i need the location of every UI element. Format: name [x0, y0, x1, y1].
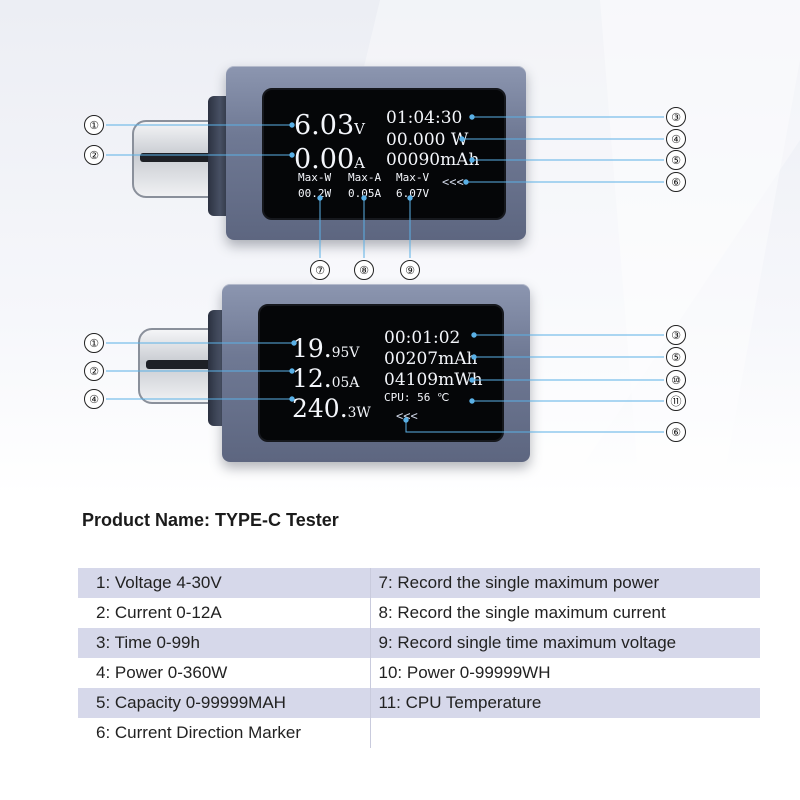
max-a-label: Max-A [348, 171, 382, 184]
power-reading: 240.3W [292, 394, 371, 423]
current-reading: 12.05A [292, 364, 360, 393]
time-reading: 01:04:30 [386, 108, 463, 128]
lcd-screen-top: 6.03V 01:04:30 00.000 W 0.00A 00090mAh M… [262, 88, 506, 220]
spec-cell: 6: Current Direction Marker [78, 718, 371, 748]
direction-marker: <<< [442, 175, 464, 189]
spec-cell: 3: Time 0-99h [78, 628, 371, 658]
max-a-value: 0.05A [348, 187, 382, 200]
capacity-reading: 00207mAh [384, 349, 478, 369]
spec-cell: 11: CPU Temperature [370, 688, 760, 718]
table-row: 6: Current Direction Marker [78, 718, 760, 748]
callout-6-top: ⑥ [666, 172, 686, 192]
usb-c-plug-tongue-bottom [146, 360, 236, 369]
spec-cell: 4: Power 0-360W [78, 658, 371, 688]
callout-9-top: ⑨ [400, 260, 420, 280]
table-row: 5: Capacity 0-99999MAH 11: CPU Temperatu… [78, 688, 760, 718]
product-name: Product Name: TYPE-C Tester [82, 510, 339, 530]
capacity-reading: 00090mAh [386, 150, 480, 170]
spec-table: 1: Voltage 4-30V 7: Record the single ma… [78, 568, 760, 748]
lcd-screen-bottom: 19.95V 00:01:02 00207mAh 12.05A 04109mWh… [258, 304, 504, 442]
callout-10-bottom: ⑩ [666, 370, 686, 390]
callout-5-bottom: ⑤ [666, 347, 686, 367]
table-row: 3: Time 0-99h 9: Record single time maxi… [78, 628, 760, 658]
usb-c-plug-tongue-top [140, 153, 232, 162]
table-row: 1: Voltage 4-30V 7: Record the single ma… [78, 568, 760, 598]
energy-reading: 04109mWh [384, 370, 483, 390]
spec-cell: 1: Voltage 4-30V [78, 568, 371, 598]
callout-4-top: ④ [666, 129, 686, 149]
direction-marker: <<< [396, 409, 418, 423]
cpu-temperature: CPU: 56 ℃ [384, 391, 450, 404]
time-reading: 00:01:02 [384, 328, 461, 348]
spec-cell: 7: Record the single maximum power [370, 568, 760, 598]
spec-cell: 9: Record single time maximum voltage [370, 628, 760, 658]
max-w-value: 00.2W [298, 187, 332, 200]
callout-3-bottom: ③ [666, 325, 686, 345]
callout-5-top: ⑤ [666, 150, 686, 170]
spec-cell: 10: Power 0-99999WH [370, 658, 760, 688]
max-v-value: 6.07V [396, 187, 430, 200]
spec-cell [370, 718, 760, 748]
table-row: 4: Power 0-360W 10: Power 0-99999WH [78, 658, 760, 688]
callout-8-top: ⑧ [354, 260, 374, 280]
voltage-reading: 19.95V [292, 334, 360, 363]
callout-2-bottom: ② [84, 361, 104, 381]
callout-11-bottom: ⑪ [666, 391, 686, 411]
callout-2-top: ② [84, 145, 104, 165]
spec-cell: 8: Record the single maximum current [370, 598, 760, 628]
callout-4-bottom: ④ [84, 389, 104, 409]
power-reading: 00.000 W [386, 130, 469, 150]
callout-3-top: ③ [666, 107, 686, 127]
callout-7-top: ⑦ [310, 260, 330, 280]
callout-6-bottom: ⑥ [666, 422, 686, 442]
voltage-reading: 6.03V [294, 110, 365, 141]
callout-1-bottom: ① [84, 333, 104, 353]
spec-cell: 2: Current 0-12A [78, 598, 371, 628]
max-v-label: Max-V [396, 171, 430, 184]
spec-cell: 5: Capacity 0-99999MAH [78, 688, 371, 718]
max-w-label: Max-W [298, 171, 332, 184]
current-reading: 0.00A [294, 144, 365, 175]
table-row: 2: Current 0-12A 8: Record the single ma… [78, 598, 760, 628]
callout-1-top: ① [84, 115, 104, 135]
